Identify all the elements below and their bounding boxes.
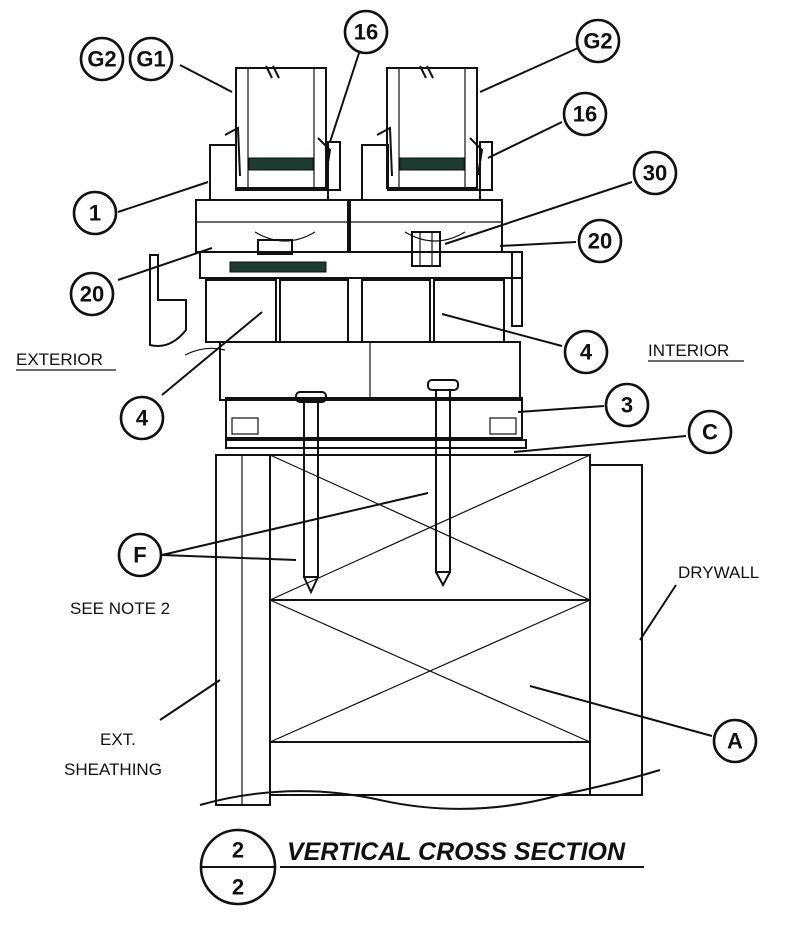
svg-text:G2: G2 [583,29,612,54]
svg-text:A: A [727,729,743,754]
svg-text:1: 1 [89,201,101,226]
wall-assembly [199,454,661,810]
svg-text:F: F [133,543,146,568]
callout-20-right: 20 [577,218,623,264]
svg-text:16: 16 [573,102,597,127]
svg-text:G1: G1 [136,47,165,72]
glass-unit-interior [386,65,478,189]
svg-text:20: 20 [588,229,612,254]
svg-text:C: C [702,420,718,445]
svg-text:20: 20 [80,282,104,307]
label-sheathing-line1: EXT. [100,730,136,749]
drywall-panel [589,464,643,796]
frame-profile [149,251,523,439]
section-title: VERTICAL CROSS SECTION [287,838,626,866]
callout-16-right: 16 [562,91,608,137]
glass-unit-exterior [235,65,327,189]
sill-plate [225,439,527,449]
screw-right [427,379,459,588]
section-number-top: 2 [232,838,244,863]
exterior-sheathing [215,454,271,806]
leader-lines [117,47,713,737]
break-line [199,769,661,810]
screw-left [295,391,327,595]
callout-f: F [117,532,163,578]
callout-30: 30 [632,150,678,196]
svg-text:4: 4 [580,340,593,365]
callout-20-left: 20 [69,271,115,317]
callout-g2-left: G2 [79,36,125,82]
svg-text:30: 30 [643,161,667,186]
svg-text:G2: G2 [87,47,116,72]
svg-text:4: 4 [136,406,149,431]
section-number-bottom: 2 [232,875,244,900]
callout-4-right: 4 [563,329,609,375]
section-marker: 2 2 [199,828,277,906]
label-drywall: DRYWALL [678,563,759,582]
callout-3: 3 [604,382,650,428]
label-see-note: SEE NOTE 2 [70,599,170,618]
label-interior: INTERIOR [648,341,729,360]
svg-text:3: 3 [621,393,633,418]
callout-1: 1 [72,190,118,236]
callout-16-top: 16 [343,9,389,55]
svg-text:16: 16 [354,20,378,45]
callout-g1: G1 [128,36,174,82]
callout-4-left: 4 [119,395,165,441]
label-exterior: EXTERIOR [16,350,103,369]
label-sheathing-line2: SHEATHING [64,760,162,779]
callout-c: C [687,409,733,455]
callout-g2-right: G2 [575,18,621,64]
sash-profile-interior [349,126,503,267]
callout-a: A [712,718,758,764]
